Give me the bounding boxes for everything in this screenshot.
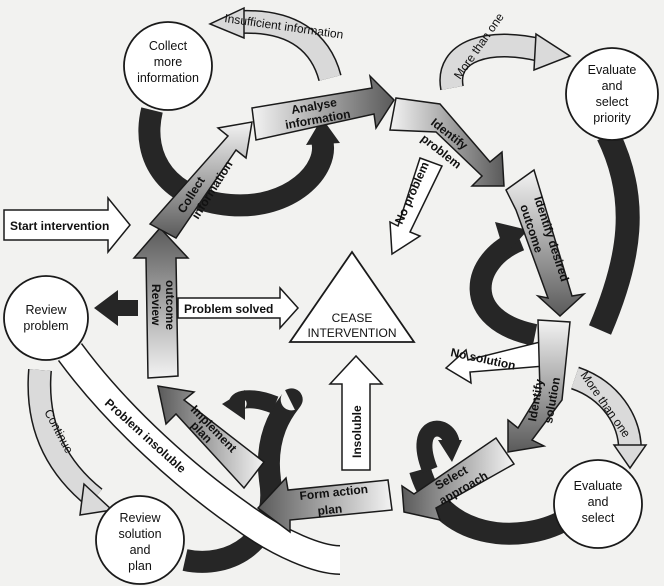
es-line-1: Evaluate <box>574 479 623 493</box>
collect-more-line-3: information <box>137 71 199 85</box>
step-identify-problem: Identify problem <box>389 97 505 187</box>
problem-solved-label: Problem solved <box>184 302 273 316</box>
review-outcome-label-2: outcome <box>163 280 177 330</box>
dark-loop-evaluate-priority <box>588 129 640 335</box>
rsp-line-3: and <box>130 543 151 557</box>
rsp-line-1: Review <box>120 511 162 525</box>
node-evaluate-select-priority: Evaluate and select priority <box>565 47 659 141</box>
node-review-problem: Review problem <box>3 275 89 361</box>
esp-line-2: and <box>602 79 623 93</box>
review-problem-line-2: problem <box>23 319 68 333</box>
esp-line-4: priority <box>593 111 631 125</box>
es-line-3: select <box>582 511 615 525</box>
insufficient-information-arrow: Insufficient information <box>208 6 344 82</box>
more-than-one-top-arrow: More than one <box>439 10 572 91</box>
start-intervention-arrow: Start intervention <box>3 195 131 255</box>
start-intervention-label: Start intervention <box>10 219 109 233</box>
dark-arrow-review-problem <box>94 290 138 326</box>
node-review-solution-and-plan: Review solution and plan <box>95 495 185 585</box>
esp-line-1: Evaluate <box>588 63 637 77</box>
rsp-line-4: plan <box>128 559 152 573</box>
cease-label-2: INTERVENTION <box>307 326 396 340</box>
collect-more-line-1: Collect <box>149 39 188 53</box>
node-evaluate-and-select: Evaluate and select <box>553 459 643 549</box>
form-plan-label-2: plan <box>317 501 343 518</box>
cease-intervention-triangle: CEASE INTERVENTION <box>288 250 416 343</box>
review-outcome-label-1: Review <box>149 284 163 326</box>
step-review-outcome: Review outcome <box>132 226 190 379</box>
insoluble-label: Insoluble <box>350 405 364 458</box>
problem-solved-arrow: Problem solved <box>177 286 300 330</box>
es-line-2: and <box>588 495 609 509</box>
continue-arrow: Continue <box>27 369 114 516</box>
node-collect-more-information: Collect more information <box>123 21 213 111</box>
insoluble-arrow: Insoluble <box>328 354 384 471</box>
no-problem-arrow: No problem <box>389 157 444 256</box>
more-than-one-right-arrow: More than one <box>570 366 648 470</box>
rsp-line-2: solution <box>118 527 161 541</box>
dark-loop-outcome <box>469 222 538 346</box>
no-solution-arrow: No solution <box>444 341 546 385</box>
cease-label-1: CEASE <box>332 311 373 325</box>
dark-loop-collect <box>138 107 340 217</box>
esp-line-3: select <box>596 95 629 109</box>
review-problem-line-1: Review <box>26 303 68 317</box>
collect-more-line-2: more <box>154 55 183 69</box>
step-form-action-plan: Form action plan <box>256 476 393 534</box>
